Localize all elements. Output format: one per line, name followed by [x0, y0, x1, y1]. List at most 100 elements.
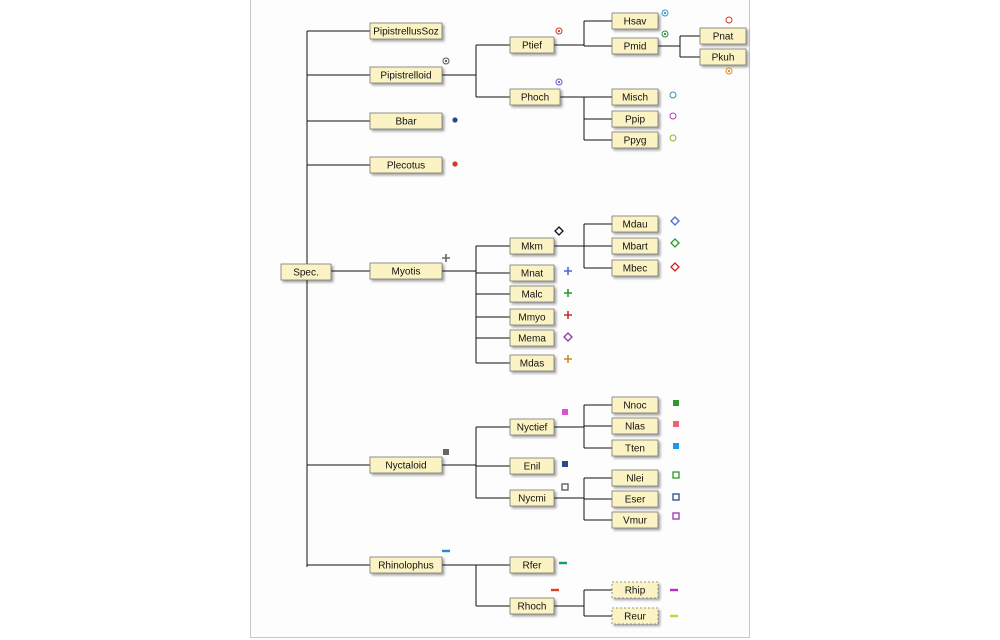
node-box-phoch: [509, 88, 561, 106]
node-label-pmid: Pmid: [624, 42, 647, 53]
node-pipsoz[interactable]: PipistrellusSoz: [369, 22, 443, 40]
node-box-nycmi: [509, 489, 555, 507]
node-label-misch: Misch: [622, 93, 648, 104]
node-label-rfer: Rfer: [523, 561, 543, 572]
node-nyctief[interactable]: Nyctief: [509, 418, 555, 436]
marker-circle-dot-pkuh: [725, 67, 733, 75]
node-box-rhip: [611, 581, 659, 599]
node-box-myotis: [369, 262, 443, 280]
node-box-ppip: [611, 110, 659, 128]
marker-dot-plecotus: [452, 161, 458, 167]
node-box-tten: [611, 439, 659, 457]
node-box-rfer: [509, 556, 555, 574]
node-misch[interactable]: Misch: [611, 88, 659, 106]
node-rhoch[interactable]: Rhoch: [509, 597, 555, 615]
node-phoch[interactable]: Phoch: [509, 88, 561, 106]
node-mkm[interactable]: Mkm: [509, 237, 555, 255]
marker-diamond-mema: [563, 332, 573, 342]
node-ptief[interactable]: Ptief: [509, 36, 555, 54]
node-reur[interactable]: Reur: [611, 607, 659, 625]
node-nyctaloid[interactable]: Nyctaloid: [369, 456, 443, 474]
marker-circle-dot-phoch: [555, 78, 563, 86]
node-box-mema: [509, 329, 555, 347]
node-mdas[interactable]: Mdas: [509, 354, 555, 372]
marker-square-enil: [562, 461, 568, 467]
node-nnoc[interactable]: Nnoc: [611, 396, 659, 414]
nodes-layer: Spec. PipistrellusSozPipistrelloidBbarPle…: [280, 12, 747, 625]
node-mema[interactable]: Mema: [509, 329, 555, 347]
node-mmyo[interactable]: Mmyo: [509, 308, 555, 326]
node-box-bbar: [369, 112, 443, 130]
marker-diamond-mbec: [670, 262, 680, 272]
node-box-mmyo: [509, 308, 555, 326]
node-box-ppyg: [611, 131, 659, 149]
node-hsav[interactable]: Hsav: [611, 12, 659, 30]
marker-circle-dot-ptief: [555, 27, 563, 35]
node-pmid[interactable]: Pmid: [611, 37, 659, 55]
node-mdau[interactable]: Mdau: [611, 215, 659, 233]
node-box-pkuh: [699, 48, 747, 66]
node-label-eser: Eser: [625, 495, 646, 506]
node-box-plecotus: [369, 156, 443, 174]
marker-dash-rfer: [559, 561, 567, 565]
node-box-mdau: [611, 215, 659, 233]
marker-dash-reur: [670, 614, 678, 618]
marker-plus-mnat: [564, 267, 572, 275]
node-myotis[interactable]: Myotis: [369, 262, 443, 280]
node-mbec[interactable]: Mbec: [611, 259, 659, 277]
marker-dot-bbar: [452, 117, 458, 123]
node-label-pipistrelloid: Pipistrelloid: [380, 71, 431, 82]
node-box-pipsoz: [369, 22, 443, 40]
node-rhinolophus[interactable]: Rhinolophus: [369, 556, 443, 574]
node-box-vmur: [611, 511, 659, 529]
node-label-mmyo: Mmyo: [518, 313, 546, 324]
node-pnat[interactable]: Pnat: [699, 27, 747, 45]
node-enil[interactable]: Enil: [509, 457, 555, 475]
node-label-plecotus: Plecotus: [387, 161, 425, 172]
node-ppyg[interactable]: Ppyg: [611, 131, 659, 149]
marker-square-nyctaloid: [443, 449, 449, 455]
edges-layer: [306, 20, 700, 617]
node-box-hsav: [611, 12, 659, 30]
node-plecotus[interactable]: Plecotus: [369, 156, 443, 174]
node-rfer[interactable]: Rfer: [509, 556, 555, 574]
node-label-reur: Reur: [624, 612, 646, 623]
diagram-panel: [250, 0, 750, 638]
node-tten[interactable]: Tten: [611, 439, 659, 457]
node-box-misch: [611, 88, 659, 106]
node-rhip[interactable]: Rhip: [611, 581, 659, 599]
node-bbar[interactable]: Bbar: [369, 112, 443, 130]
node-pipistrelloid[interactable]: Pipistrelloid: [369, 66, 443, 84]
marker-diamond-mdau: [670, 216, 680, 226]
node-box-rhoch: [509, 597, 555, 615]
node-nlas[interactable]: Nlas: [611, 417, 659, 435]
marker-circle-dot-pmid: [661, 30, 669, 38]
marker-square-tten: [673, 443, 679, 449]
node-label-ppyg: Ppyg: [624, 136, 647, 147]
node-box-reur: [611, 607, 659, 625]
marker-plus-myotis: [442, 254, 450, 262]
node-vmur[interactable]: Vmur: [611, 511, 659, 529]
node-box-malc: [509, 285, 555, 303]
node-pkuh[interactable]: Pkuh: [699, 48, 747, 66]
node-label-myotis: Myotis: [392, 267, 421, 278]
node-spec[interactable]: Spec.: [280, 263, 332, 281]
node-box-rhinolophus: [369, 556, 443, 574]
node-nycmi[interactable]: Nycmi: [509, 489, 555, 507]
node-malc[interactable]: Malc: [509, 285, 555, 303]
node-label-ptief: Ptief: [522, 41, 542, 52]
node-box-spec: [280, 263, 332, 281]
marker-dash-rhoch: [551, 588, 559, 592]
node-box-nnoc: [611, 396, 659, 414]
marker-dash-rhip: [670, 588, 678, 592]
node-mnat[interactable]: Mnat: [509, 264, 555, 282]
node-nlei[interactable]: Nlei: [611, 469, 659, 487]
node-label-mema: Mema: [518, 334, 546, 345]
marker-square-outline-vmur: [672, 512, 680, 520]
node-ppip[interactable]: Ppip: [611, 110, 659, 128]
node-label-bbar: Bbar: [395, 117, 417, 128]
node-eser[interactable]: Eser: [611, 490, 659, 508]
node-mbart[interactable]: Mbart: [611, 237, 659, 255]
node-label-hsav: Hsav: [624, 17, 647, 28]
node-label-rhoch: Rhoch: [518, 602, 547, 613]
